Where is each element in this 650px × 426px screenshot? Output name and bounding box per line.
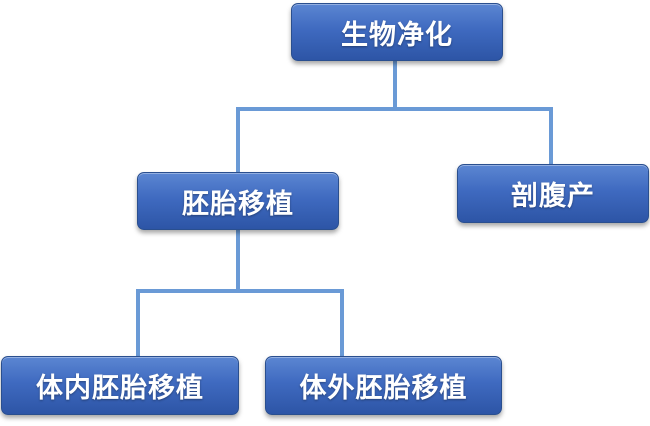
- node-caesarean-section: 剖腹产: [457, 164, 649, 223]
- node-label: 体内胚胎移植: [36, 373, 204, 404]
- node-in-vitro-embryo-transfer: 体外胚胎移植: [265, 356, 502, 415]
- node-label: 体外胚胎移植: [299, 373, 468, 404]
- node-biological-purification: 生物净化: [291, 3, 503, 61]
- node-embryo-transfer: 胚胎移植: [137, 172, 339, 230]
- node-label: 剖腹产: [511, 181, 595, 212]
- node-in-vivo-embryo-transfer: 体内胚胎移植: [1, 356, 239, 415]
- node-label: 胚胎移植: [182, 188, 294, 220]
- node-label: 生物净化: [341, 19, 453, 51]
